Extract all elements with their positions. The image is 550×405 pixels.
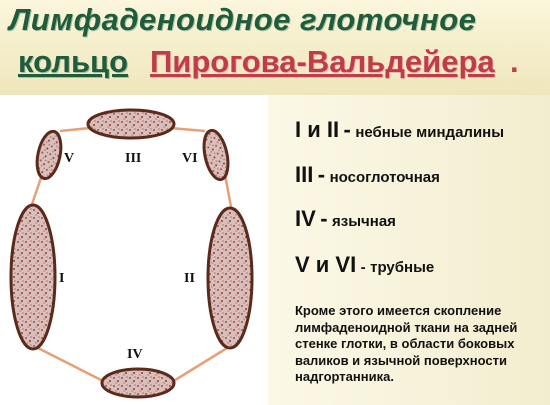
legend-separator: - <box>320 206 328 231</box>
tonsil-vi-tubal <box>202 128 230 182</box>
tonsil-i-palatine <box>9 203 57 351</box>
title-dot: . <box>510 44 519 79</box>
title-line-2-part-1: кольцо <box>18 44 129 79</box>
tonsil-iii-nasopharyngeal <box>86 108 176 140</box>
legend-description: трубные <box>370 259 435 276</box>
label-ii: II <box>184 271 195 286</box>
legend-description: небные миндалины <box>355 124 505 141</box>
title-line-2-part-2: Пирогова-Вальдейера <box>150 44 495 79</box>
title-line-1: Лимфаденоидное глоточное <box>9 2 477 37</box>
label-iii: III <box>125 151 141 166</box>
tonsil-iv-lingual <box>100 367 176 399</box>
ring-connectors <box>28 126 234 384</box>
label-iv: IV <box>127 347 143 362</box>
title-band <box>0 0 550 95</box>
label-v: V <box>64 151 74 166</box>
legend-description: язычная <box>332 213 396 230</box>
legend-key: V и VI <box>295 252 357 277</box>
pharyngeal-ring-diagram: I II III IV V VI <box>9 108 254 399</box>
legend-separator: - <box>360 259 366 276</box>
legend-description: носоглоточная <box>329 169 440 186</box>
legend-separator: - <box>317 162 326 187</box>
legend-item-i-ii: I и II - небные миндалины <box>295 117 504 143</box>
tonsil-ii-palatine <box>206 206 254 350</box>
legend-item-iv: IV - язычная <box>295 206 396 232</box>
legend-separator: - <box>343 117 351 142</box>
legend-panel <box>268 95 550 405</box>
legend-key: III <box>295 162 314 187</box>
label-vi: VI <box>182 151 198 166</box>
legend-key: IV <box>295 206 316 231</box>
legend-item-iii: III - носоглоточная <box>295 162 440 188</box>
legend-key: I и II <box>295 117 340 142</box>
label-i: I <box>59 271 64 286</box>
legend-item-v-vi: V и VI - трубные <box>295 252 434 278</box>
tonsil-v-tubal <box>35 129 63 181</box>
additional-note: Кроме этого имеется скопление лимфаденои… <box>295 303 518 384</box>
